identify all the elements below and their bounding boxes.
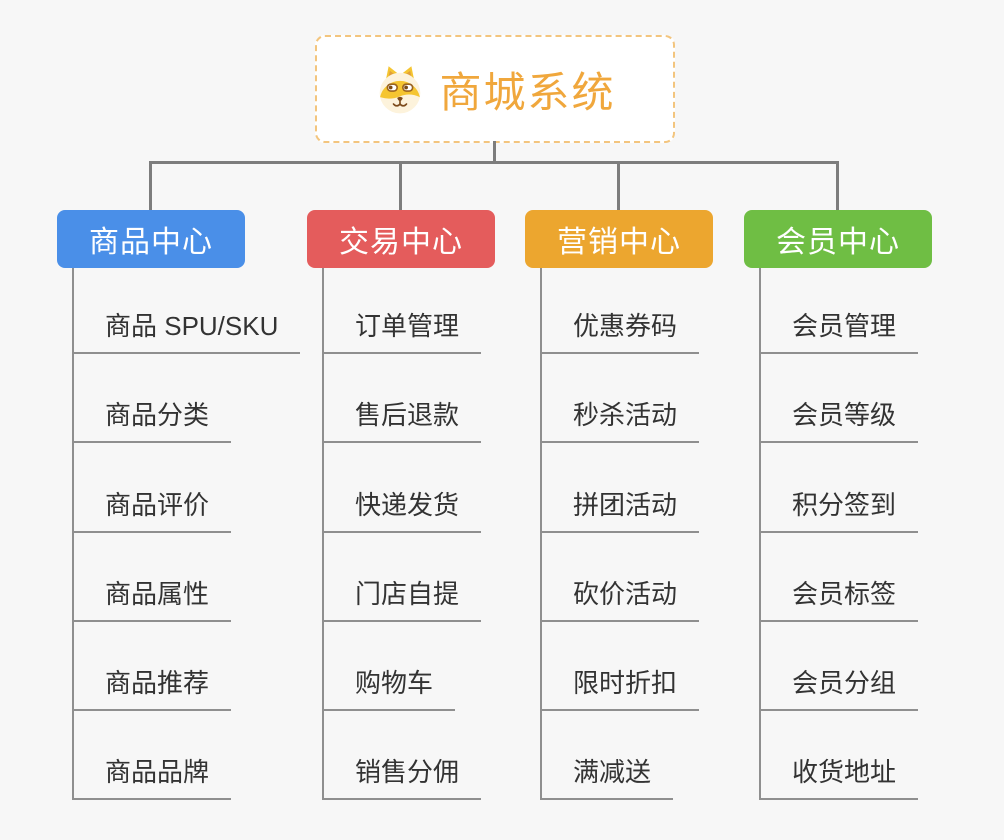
- leaf-node[interactable]: 购物车: [322, 663, 456, 711]
- leaf-node[interactable]: 积分签到: [759, 485, 919, 533]
- branch-head-marketing-center[interactable]: 营销中心: [525, 210, 713, 268]
- leaf-node[interactable]: 限时折扣: [540, 663, 700, 711]
- leaf-node[interactable]: 商品属性: [72, 574, 232, 622]
- branch-product-center: 商品中心 商品 SPU/SKU 商品分类 商品评价 商品属性 商品推荐 商品品牌: [57, 161, 301, 810]
- connector-branch-drop: [149, 161, 152, 210]
- leaf-node[interactable]: 秒杀活动: [540, 395, 700, 443]
- branch-head-product-center[interactable]: 商品中心: [57, 210, 245, 268]
- leaf-node[interactable]: 销售分佣: [322, 752, 482, 800]
- root-node[interactable]: 商城系统: [315, 35, 675, 143]
- branch-member-center: 会员中心 会员管理 会员等级 积分签到 会员标签 会员分组 收货地址: [744, 161, 932, 810]
- branch-trunk: [72, 268, 74, 800]
- leaf-node[interactable]: 会员管理: [759, 306, 919, 354]
- leaf-node[interactable]: 快递发货: [322, 485, 482, 533]
- leaf-node[interactable]: 优惠券码: [540, 306, 700, 354]
- branch-trunk: [540, 268, 542, 800]
- leaf-node[interactable]: 商品评价: [72, 485, 232, 533]
- branch-trunk: [759, 268, 761, 800]
- branch-label: 交易中心: [339, 226, 463, 259]
- leaf-node[interactable]: 会员分组: [759, 663, 919, 711]
- connector-root-drop: [493, 141, 496, 163]
- branch-label: 营销中心: [557, 226, 681, 259]
- branch-leaves: 订单管理 售后退款 快递发货 门店自提 购物车 销售分佣: [307, 210, 495, 810]
- connector-horizontal: [149, 161, 839, 164]
- branch-leaves: 商品 SPU/SKU 商品分类 商品评价 商品属性 商品推荐 商品品牌: [57, 210, 301, 810]
- connector-branch-drop: [836, 161, 839, 210]
- branch-head-trade-center[interactable]: 交易中心: [307, 210, 495, 268]
- leaf-node[interactable]: 收货地址: [759, 752, 919, 800]
- leaf-node[interactable]: 满减送: [540, 752, 674, 800]
- leaf-node[interactable]: 商品分类: [72, 395, 232, 443]
- root-title: 商城系统: [439, 68, 616, 116]
- leaf-node[interactable]: 门店自提: [322, 574, 482, 622]
- branch-leaves: 会员管理 会员等级 积分签到 会员标签 会员分组 收货地址: [744, 210, 932, 810]
- leaf-node[interactable]: 会员等级: [759, 395, 919, 443]
- leaf-node[interactable]: 订单管理: [322, 306, 482, 354]
- connector-branch-drop: [399, 161, 402, 210]
- leaf-node[interactable]: 商品品牌: [72, 752, 232, 800]
- leaf-node[interactable]: 售后退款: [322, 395, 482, 443]
- branch-label: 商品中心: [89, 226, 213, 259]
- leaf-node[interactable]: 拼团活动: [540, 485, 700, 533]
- leaf-node[interactable]: 商品推荐: [72, 663, 232, 711]
- leaf-node[interactable]: 砍价活动: [540, 574, 700, 622]
- branch-marketing-center: 营销中心 优惠券码 秒杀活动 拼团活动 砍价活动 限时折扣 满减送: [525, 161, 713, 810]
- connector-branch-drop: [617, 161, 620, 210]
- branch-leaves: 优惠券码 秒杀活动 拼团活动 砍价活动 限时折扣 满减送: [525, 210, 713, 810]
- branch-label: 会员中心: [776, 226, 900, 259]
- branch-trade-center: 交易中心 订单管理 售后退款 快递发货 门店自提 购物车 销售分佣: [307, 161, 495, 810]
- dog-face-icon: [380, 66, 421, 114]
- branch-head-member-center[interactable]: 会员中心: [744, 210, 932, 268]
- branch-trunk: [322, 268, 324, 800]
- leaf-node[interactable]: 商品 SPU/SKU: [72, 306, 301, 354]
- leaf-node[interactable]: 会员标签: [759, 574, 919, 622]
